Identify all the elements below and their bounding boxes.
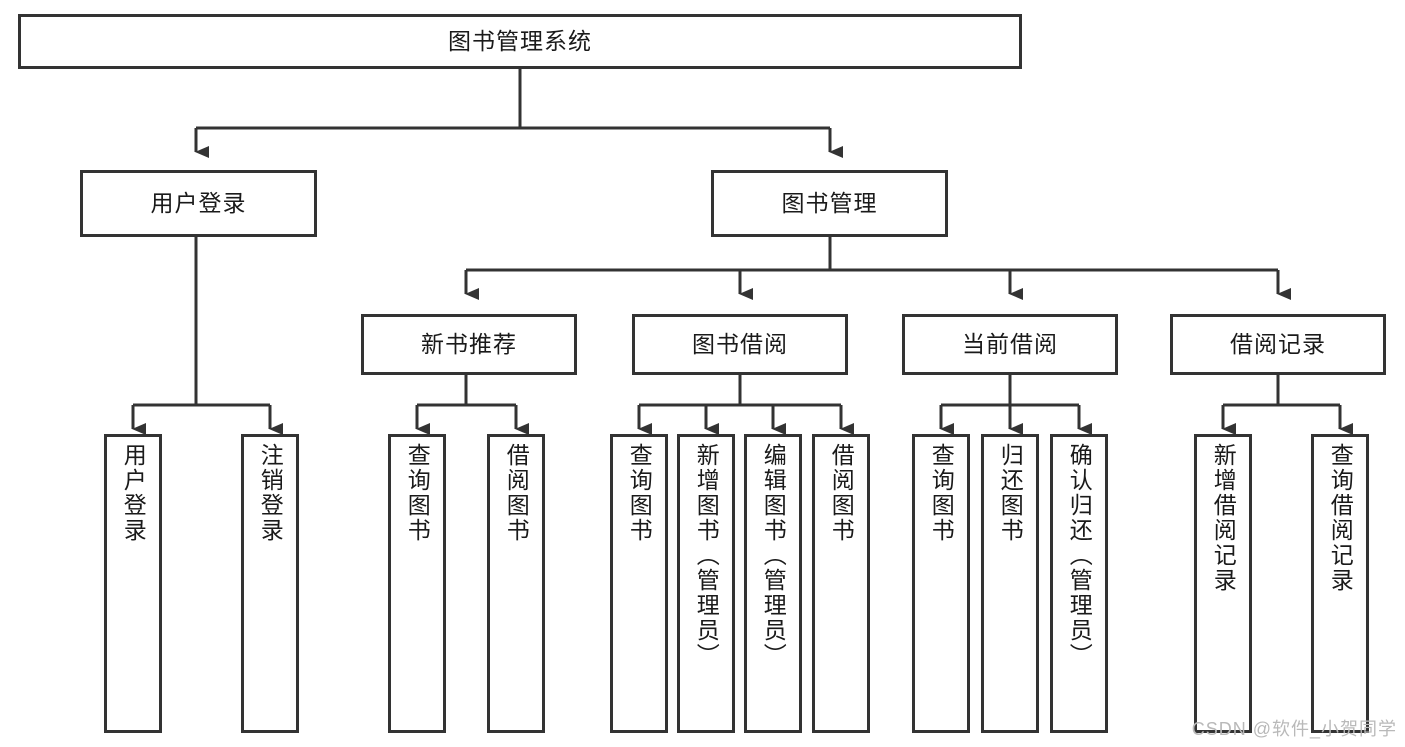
node-book-borrow[interactable]: 图书借阅 (632, 314, 848, 375)
node-label: 查询图书 (626, 443, 653, 543)
node-leaf-confirm-return[interactable]: 确认归还（管理员） (1050, 434, 1108, 733)
edge-bookborrow-to-leaves (637, 375, 854, 435)
node-leaf-query-book-current[interactable]: 查询图书 (912, 434, 970, 733)
node-label: 归还图书 (997, 443, 1024, 543)
node-label: 注销登录 (257, 443, 284, 543)
node-label: 用户登录 (150, 190, 247, 217)
node-label: 借阅记录 (1230, 331, 1326, 358)
node-label: 图书管理 (781, 190, 878, 217)
edge-bookmanage-to-level3 (464, 237, 1291, 300)
node-label: 当前借阅 (962, 331, 1058, 358)
edge-root-to-level2 (194, 69, 843, 158)
node-leaf-user-login[interactable]: 用户登录 (104, 434, 162, 733)
node-label: 用户登录 (120, 443, 147, 543)
node-borrow-record[interactable]: 借阅记录 (1170, 314, 1386, 375)
node-label: 查询图书 (928, 443, 955, 543)
node-label: 图书借阅 (692, 331, 788, 358)
node-leaf-add-book[interactable]: 新增图书（管理员） (677, 434, 735, 733)
node-label: 新增借阅记录 (1210, 443, 1237, 593)
csdn-watermark: CSDN @软件_小贺同学 (1191, 719, 1397, 739)
node-book-management[interactable]: 图书管理 (711, 170, 948, 237)
node-label: 确认归还（管理员） (1066, 443, 1093, 668)
node-leaf-edit-book[interactable]: 编辑图书（管理员） (744, 434, 802, 733)
node-label: 查询借阅记录 (1327, 443, 1354, 593)
node-new-book-recommend[interactable]: 新书推荐 (361, 314, 577, 375)
node-leaf-add-borrow-record[interactable]: 新增借阅记录 (1194, 434, 1252, 733)
node-leaf-query-book-borrow[interactable]: 查询图书 (610, 434, 668, 733)
node-leaf-borrow-book[interactable]: 借阅图书 (812, 434, 870, 733)
node-label: 图书管理系统 (448, 28, 592, 55)
node-label: 新增图书（管理员） (693, 443, 720, 668)
node-leaf-query-borrow-record[interactable]: 查询借阅记录 (1311, 434, 1369, 733)
node-leaf-return-book[interactable]: 归还图书 (981, 434, 1039, 733)
edge-borrowrecord-to-leaves (1221, 375, 1353, 435)
node-leaf-query-book-recommend[interactable]: 查询图书 (388, 434, 446, 733)
edge-userlogin-to-leaves (131, 237, 283, 435)
node-label: 查询图书 (404, 443, 431, 543)
node-label: 借阅图书 (503, 443, 530, 543)
node-label: 新书推荐 (421, 331, 517, 358)
node-current-borrow[interactable]: 当前借阅 (902, 314, 1118, 375)
node-root-book-management-system[interactable]: 图书管理系统 (18, 14, 1022, 69)
node-label: 编辑图书（管理员） (760, 443, 787, 668)
node-user-login[interactable]: 用户登录 (80, 170, 317, 237)
node-leaf-user-logout[interactable]: 注销登录 (241, 434, 299, 733)
edge-newbook-to-leaves (415, 375, 529, 435)
edge-currentborrow-to-leaves (939, 375, 1092, 435)
node-label: 借阅图书 (828, 443, 855, 543)
node-leaf-borrow-book-recommend[interactable]: 借阅图书 (487, 434, 545, 733)
